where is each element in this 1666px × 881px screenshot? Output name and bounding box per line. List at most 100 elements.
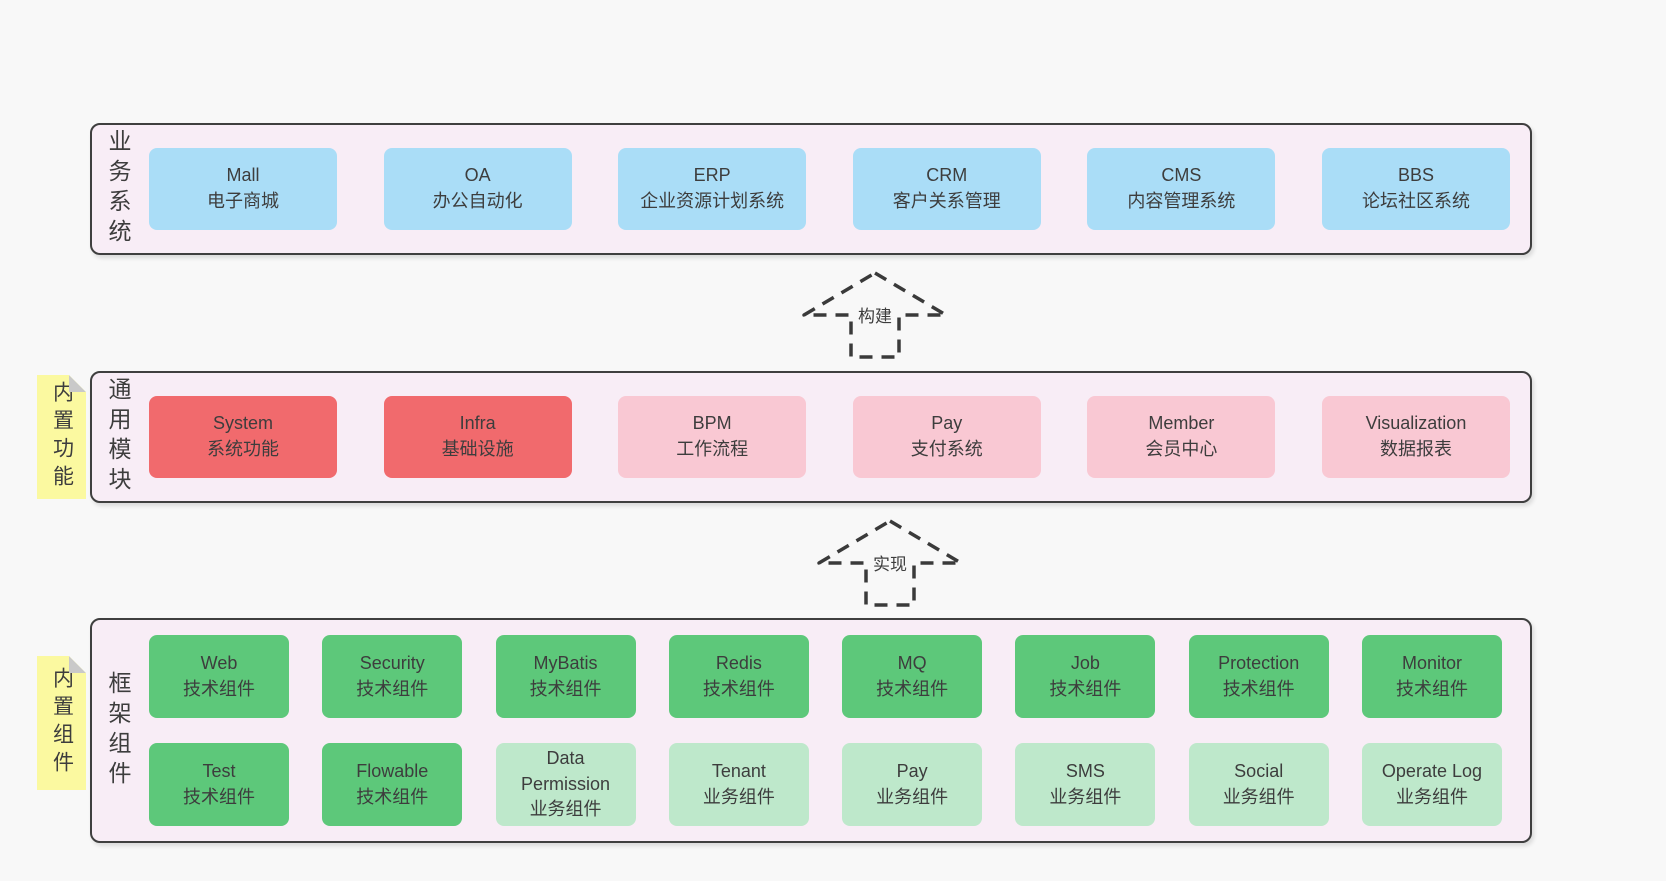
box-name: Security: [359, 652, 425, 673]
box-security: Security 技术组件: [322, 635, 463, 718]
box-monitor: Monitor 技术组件: [1361, 635, 1502, 718]
box-data-permission: Data Permission 业务组件: [495, 743, 636, 826]
box-oa: OA 办公自动化: [383, 148, 572, 230]
framework-components-rows: Web 技术组件 Security 技术组件 MyBatis 技术组件 Redi…: [149, 620, 1502, 841]
box-protection: Protection 技术组件: [1188, 635, 1329, 718]
sticky-note-builtin-features: 内置功能: [37, 375, 86, 499]
box-name: Job: [1070, 652, 1100, 673]
box-pay-module: Pay 支付系统: [852, 396, 1041, 478]
box-name: Flowable: [356, 760, 429, 781]
box-name: Protection: [1218, 652, 1300, 673]
box-desc: 数据报表: [1379, 439, 1452, 459]
implement-arrow-icon: [817, 519, 963, 607]
box-name: ERP: [693, 165, 731, 186]
box-name: BPM: [692, 413, 732, 434]
build-arrow-icon: [802, 271, 948, 359]
sticky-note-builtin-components: 内置组件: [37, 656, 86, 790]
box-name: Operate Log: [1381, 760, 1482, 781]
box-sms: SMS 业务组件: [1015, 743, 1156, 826]
box-desc: 技术组件: [529, 678, 602, 699]
box-system: System 系统功能: [149, 396, 337, 478]
framework-components-panel: 框架组件 Web 技术组件 Security 技术组件 MyBatis 技术组件…: [90, 618, 1532, 843]
box-name: Mall: [226, 165, 260, 186]
box-cms: CMS 内容管理系统: [1087, 148, 1276, 230]
box-bpm: BPM 工作流程: [618, 396, 807, 478]
box-desc: 业务组件: [702, 786, 775, 807]
box-name: Member: [1148, 413, 1215, 434]
box-desc: 基础设施: [441, 439, 514, 459]
box-name: System: [212, 413, 273, 434]
box-name: OA: [464, 165, 491, 186]
box-desc: 业务组件: [876, 786, 949, 807]
box-name: Redis: [715, 652, 762, 673]
box-name: CRM: [926, 165, 968, 186]
box-erp: ERP 企业资源计划系统: [618, 148, 807, 230]
common-modules-label: 通用模块: [105, 377, 131, 497]
framework-row-2: Test 技术组件 Flowable 技术组件 Data Permission …: [149, 743, 1502, 826]
box-desc: 技术组件: [702, 678, 775, 699]
box-visualization: Visualization 数据报表: [1321, 396, 1510, 478]
box-flowable: Flowable 技术组件: [322, 743, 463, 826]
box-mall: Mall 电子商城: [149, 148, 337, 230]
business-systems-row: Mall 电子商城 OA 办公自动化 ERP 企业资源计划系统 CRM 客户关系…: [149, 125, 1510, 253]
box-desc: 技术组件: [876, 678, 949, 699]
box-desc: 技术组件: [356, 678, 429, 699]
box-desc: 企业资源计划系统: [640, 191, 785, 211]
build-arrow-label: 构建: [854, 301, 896, 328]
box-name: Visualization: [1365, 413, 1467, 434]
common-modules-row: System 系统功能 Infra 基础设施 BPM 工作流程 Pay 支付系统…: [149, 373, 1510, 501]
box-name: Tenant: [711, 760, 766, 781]
box-name: Monitor: [1401, 652, 1462, 673]
box-web: Web 技术组件: [149, 635, 289, 718]
box-bbs: BBS 论坛社区系统: [1321, 148, 1510, 230]
business-systems-label: 业务系统: [105, 129, 131, 249]
box-test: Test 技术组件: [149, 743, 289, 826]
box-name: Pay: [931, 413, 963, 434]
box-desc: 办公自动化: [432, 191, 523, 211]
box-desc: 业务组件: [529, 799, 602, 820]
implement-arrow-label: 实现: [869, 549, 911, 576]
box-desc: 业务组件: [1395, 786, 1468, 807]
common-modules-panel: 通用模块 System 系统功能 Infra 基础设施 BPM 工作流程 Pay…: [90, 371, 1532, 503]
box-name: Social: [1234, 760, 1284, 781]
box-desc: 技术组件: [183, 678, 255, 699]
framework-row-1: Web 技术组件 Security 技术组件 MyBatis 技术组件 Redi…: [149, 635, 1502, 718]
box-redis: Redis 技术组件: [668, 635, 809, 718]
box-job: Job 技术组件: [1015, 635, 1156, 718]
box-member: Member 会员中心: [1087, 396, 1276, 478]
box-name: CMS: [1161, 165, 1202, 186]
business-systems-panel: 业务系统 Mall 电子商城 OA 办公自动化 ERP 企业资源计划系统 CRM…: [90, 123, 1532, 255]
box-infra: Infra 基础设施: [383, 396, 572, 478]
box-desc: 电子商城: [207, 191, 279, 211]
framework-components-label: 框架组件: [105, 670, 131, 791]
box-mq: MQ 技术组件: [842, 635, 983, 718]
box-desc: 技术组件: [356, 786, 429, 807]
box-name: Data Permission: [521, 748, 611, 794]
box-desc: 客户关系管理: [892, 191, 1001, 211]
box-name: MQ: [897, 652, 927, 673]
box-operate-log: Operate Log 业务组件: [1361, 743, 1502, 826]
box-name: Test: [202, 760, 236, 781]
box-desc: 业务组件: [1049, 786, 1122, 807]
box-desc: 支付系统: [910, 439, 983, 459]
box-desc: 技术组件: [1222, 678, 1295, 699]
box-pay-component: Pay 业务组件: [842, 743, 983, 826]
box-name: SMS: [1065, 760, 1105, 781]
box-desc: 技术组件: [1395, 678, 1468, 699]
box-desc: 系统功能: [207, 439, 279, 459]
box-desc: 内容管理系统: [1127, 191, 1236, 211]
box-social: Social 业务组件: [1188, 743, 1329, 826]
box-name: Pay: [896, 760, 928, 781]
box-desc: 业务组件: [1222, 786, 1295, 807]
box-crm: CRM 客户关系管理: [852, 148, 1041, 230]
box-tenant: Tenant 业务组件: [668, 743, 809, 826]
box-name: BBS: [1397, 165, 1434, 186]
box-desc: 工作流程: [676, 439, 749, 459]
box-desc: 会员中心: [1145, 439, 1218, 459]
box-mybatis: MyBatis 技术组件: [495, 635, 636, 718]
box-name: MyBatis: [533, 652, 598, 673]
box-desc: 技术组件: [1049, 678, 1122, 699]
box-desc: 技术组件: [183, 786, 255, 807]
box-name: Infra: [459, 413, 496, 434]
